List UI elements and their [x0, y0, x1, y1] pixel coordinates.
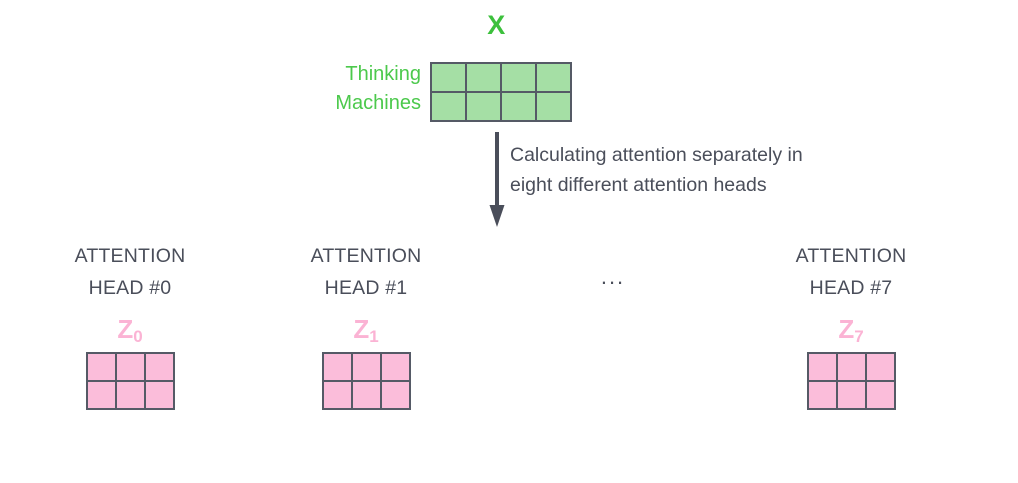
- z-label-7-base: Z: [838, 314, 855, 344]
- z-label-0: Z0: [20, 316, 240, 346]
- z-matrix-cell: [837, 354, 865, 380]
- z-matrix-cell: [381, 382, 409, 408]
- z-label-7-subscript: 7: [854, 327, 864, 346]
- z-matrix-cell: [381, 354, 409, 380]
- z-matrix-cell: [323, 354, 351, 380]
- attention-head-0: ATTENTION HEAD #0 Z0: [20, 240, 240, 410]
- input-matrix-cell: [432, 93, 465, 120]
- down-arrow-icon: [489, 132, 505, 227]
- attention-head-7: ATTENTION HEAD #7 Z7: [741, 240, 961, 410]
- z-label-0-base: Z: [117, 314, 134, 344]
- attention-head-1-title: ATTENTION HEAD #1: [256, 240, 476, 304]
- z-matrix-cell: [352, 354, 380, 380]
- z-label-7: Z7: [741, 316, 961, 346]
- z-label-1-base: Z: [353, 314, 370, 344]
- input-matrix-cell: [432, 64, 465, 91]
- attention-head-7-title: ATTENTION HEAD #7: [741, 240, 961, 304]
- input-matrix-title: X: [487, 10, 506, 40]
- attention-head-0-title: ATTENTION HEAD #0: [20, 240, 240, 304]
- input-matrix-cell: [502, 93, 535, 120]
- input-row-label-machines: Machines: [335, 92, 421, 114]
- z-matrix-7: [806, 352, 896, 410]
- input-row-labels: Thinking Machines: [280, 60, 421, 118]
- attention-head-0-title-line-2: HEAD #0: [88, 277, 172, 299]
- attention-head-1: ATTENTION HEAD #1 Z1: [256, 240, 476, 410]
- attention-head-1-title-line-2: HEAD #1: [324, 277, 408, 299]
- z-matrix-cell: [837, 382, 865, 408]
- z-matrix-cell: [808, 354, 836, 380]
- z-matrix-cell: [145, 382, 173, 408]
- heads-ellipsis: ...: [600, 264, 626, 289]
- flow-caption-line-1: Calculating attention separately in: [510, 144, 803, 166]
- z-matrix-0: [85, 352, 175, 410]
- z-matrix-cell: [352, 382, 380, 408]
- input-matrix-cell: [537, 64, 570, 91]
- input-matrix-cell: [502, 64, 535, 91]
- z-label-1-subscript: 1: [369, 327, 379, 346]
- flow-caption: Calculating attention separately in eigh…: [510, 140, 910, 200]
- z-matrix-cell: [116, 382, 144, 408]
- z-matrix-cell: [323, 382, 351, 408]
- z-matrix-cell: [87, 354, 115, 380]
- z-matrix-cell: [145, 354, 173, 380]
- attention-head-1-title-line-1: ATTENTION: [310, 245, 422, 267]
- z-matrix-cell: [87, 382, 115, 408]
- z-label-1: Z1: [256, 316, 476, 346]
- z-matrix-cell: [866, 354, 894, 380]
- input-matrix-grid: [430, 62, 572, 122]
- z-matrix-cell: [116, 354, 144, 380]
- input-row-label-thinking: Thinking: [345, 63, 421, 85]
- input-matrix-cell: [537, 93, 570, 120]
- flow-caption-line-2: eight different attention heads: [510, 174, 767, 196]
- z-matrix-1: [321, 352, 411, 410]
- attention-head-7-title-line-1: ATTENTION: [795, 245, 907, 267]
- attention-head-7-title-line-2: HEAD #7: [809, 277, 893, 299]
- z-matrix-cell: [866, 382, 894, 408]
- input-matrix-cell: [467, 93, 500, 120]
- z-matrix-cell: [808, 382, 836, 408]
- attention-head-0-title-line-1: ATTENTION: [74, 245, 186, 267]
- z-label-0-subscript: 0: [133, 327, 143, 346]
- input-matrix-cell: [467, 64, 500, 91]
